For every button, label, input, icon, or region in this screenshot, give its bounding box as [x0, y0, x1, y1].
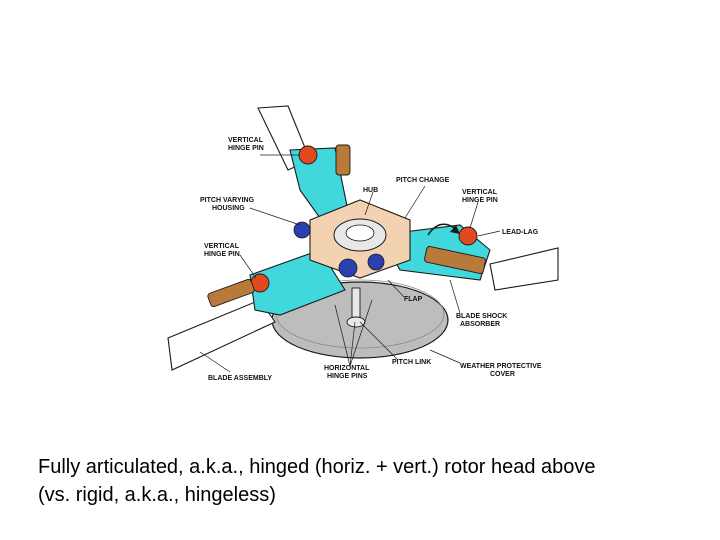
bearing-2	[339, 259, 357, 277]
vertical-hinge-pin-right	[459, 227, 477, 245]
caption: Fully articulated, a.k.a., hinged (horiz…	[38, 453, 718, 509]
bearing-1	[294, 222, 310, 238]
label-pitch-varying-housing: PITCH VARYING HOUSING	[200, 197, 256, 212]
pitch-link-base	[347, 317, 365, 327]
label-pitch-link: PITCH LINK	[392, 359, 431, 366]
label-blade-shock-absorber: BLADE SHOCK ABSORBER	[456, 313, 509, 328]
blade-right	[490, 248, 558, 290]
damper-top	[336, 145, 350, 175]
pitch-link	[352, 288, 360, 320]
label-hub: HUB	[363, 187, 378, 194]
label-flap: FLAP	[404, 296, 423, 303]
rotor-head-diagram: VERTICAL HINGE PIN PITCH VARYING HOUSING…	[160, 100, 560, 390]
label-vertical-hinge-pin-top: VERTICAL HINGE PIN	[228, 137, 265, 152]
caption-line-2: (vs. rigid, a.k.a., hingeless)	[38, 481, 718, 509]
damper-left	[207, 279, 255, 308]
caption-line-1: Fully articulated, a.k.a., hinged (horiz…	[38, 453, 718, 481]
bearing-3	[368, 254, 384, 270]
label-pitch-change: PITCH CHANGE	[396, 177, 450, 184]
vertical-hinge-pin-top	[299, 146, 317, 164]
label-vertical-hinge-pin-right: VERTICAL HINGE PIN	[462, 189, 499, 204]
label-vertical-hinge-pin-left: VERTICAL HINGE PIN	[204, 243, 241, 258]
label-weather-protective-cover: WEATHER PROTECTIVE COVER	[460, 363, 544, 378]
label-lead-lag: LEAD-LAG	[502, 229, 539, 236]
label-blade-assembly: BLADE ASSEMBLY	[208, 375, 272, 382]
label-horizontal-hinge-pins: HORIZONTAL HINGE PINS	[324, 365, 371, 380]
hub-cap-inner	[346, 225, 374, 241]
